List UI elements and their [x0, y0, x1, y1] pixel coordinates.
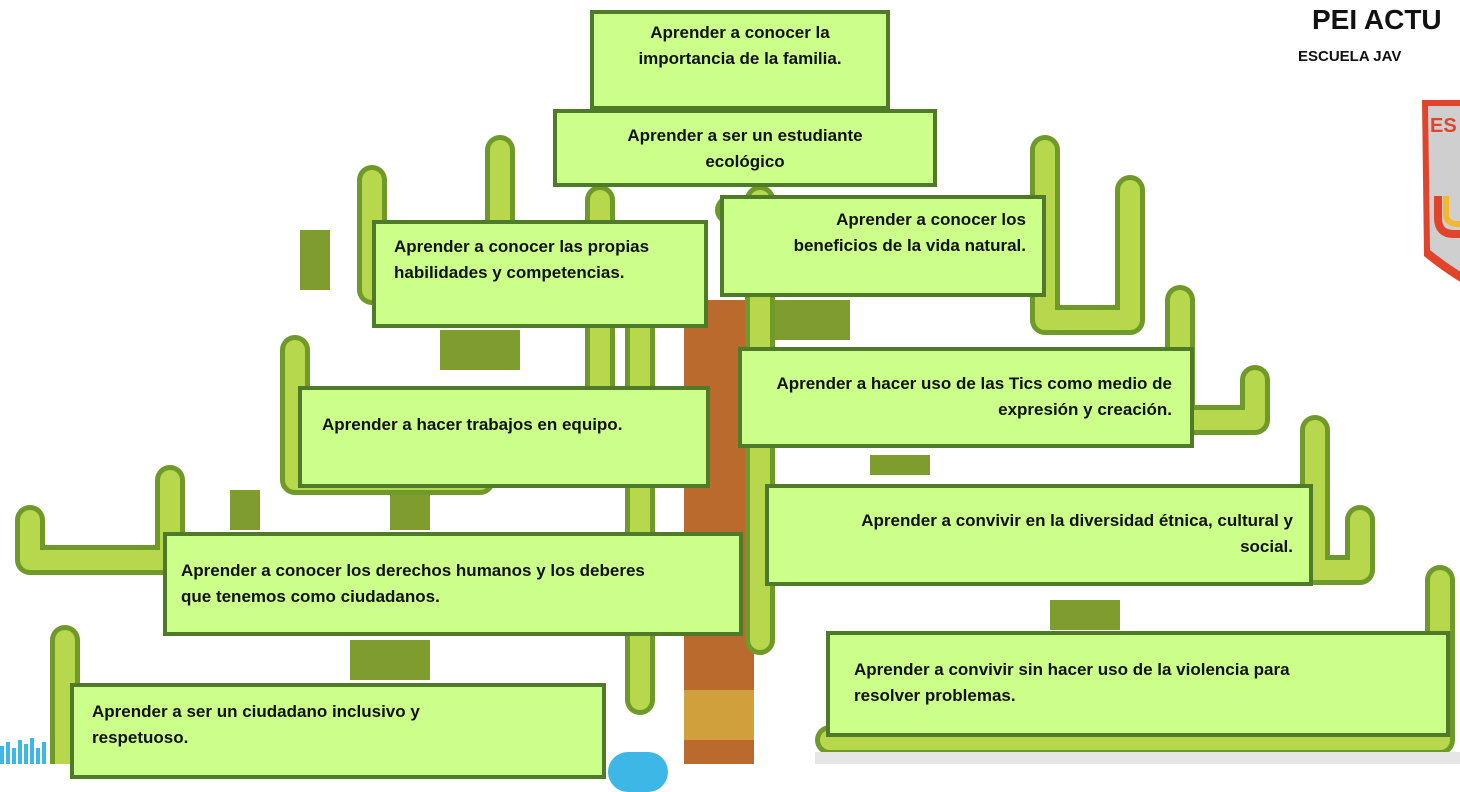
school-name: ESCUELA JAV — [1298, 48, 1402, 65]
box-estudiante-ecologico: Aprender a ser un estudiante ecológico — [553, 109, 937, 187]
box-habilidades-competencias: Aprender a conocer las propias habilidad… — [372, 220, 708, 328]
document-title: PEI ACTU — [1312, 4, 1442, 35]
bottom-strip — [815, 752, 1460, 764]
box-convivir-sin-violencia: Aprender a convivir sin hacer uso de la … — [826, 631, 1450, 737]
box-diversidad-etnica: Aprender a convivir en la diversidad étn… — [765, 484, 1313, 586]
box-importancia-familia: Aprender a conocer la importancia de la … — [590, 10, 890, 110]
school-crest-logo: ES — [1422, 100, 1460, 282]
box-beneficios-vida-natural: Aprender a conocer los beneficios de la … — [720, 195, 1046, 297]
box-ciudadano-inclusivo: Aprender a ser un ciudadano inclusivo y … — [70, 683, 606, 779]
box-derechos-humanos: Aprender a conocer los derechos humanos … — [163, 532, 743, 636]
box-uso-tics: Aprender a hacer uso de las Tics como me… — [738, 347, 1194, 448]
bar-chart-icon — [0, 738, 46, 764]
box-trabajos-equipo: Aprender a hacer trabajos en equipo. — [298, 386, 710, 488]
svg-text:ES: ES — [1430, 115, 1457, 137]
bottom-decoration — [608, 752, 668, 792]
